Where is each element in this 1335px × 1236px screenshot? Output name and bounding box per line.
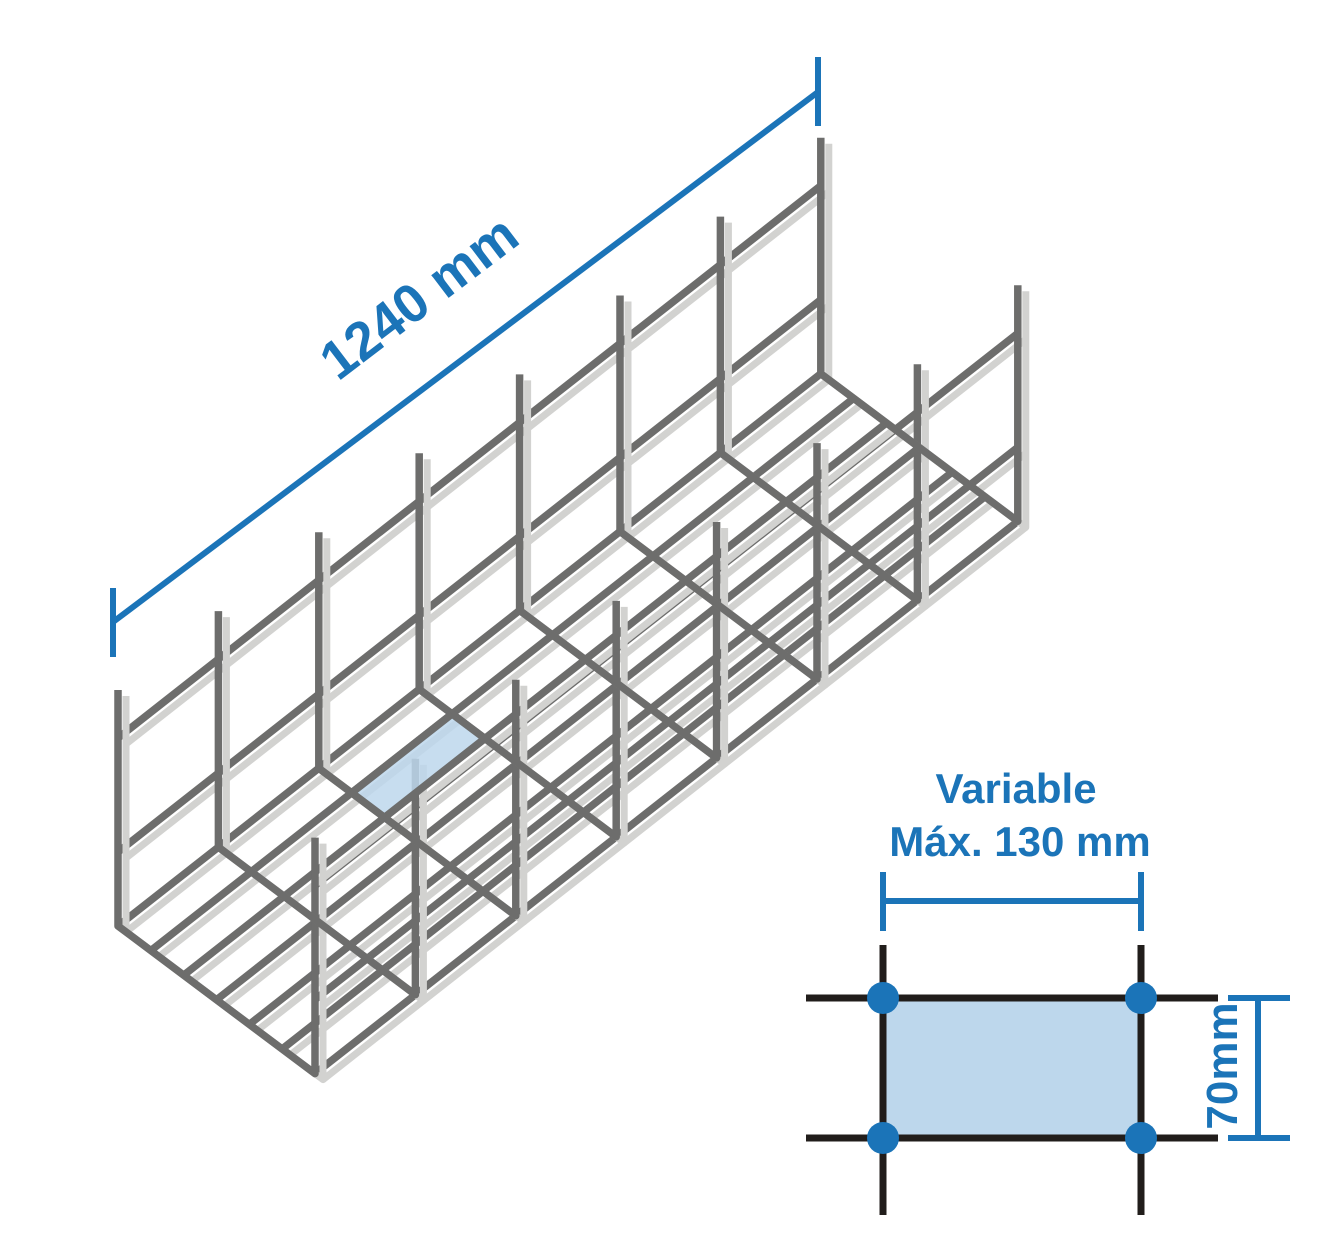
transverse-u-frame-4: [515, 374, 721, 762]
weld-node-bottom-left: [867, 1122, 899, 1154]
detail-cell-fill: [883, 998, 1141, 1138]
weld-node-bottom-right: [1125, 1122, 1157, 1154]
cell-edge-trans-1: [349, 789, 387, 821]
width-dimension-label-line2: Máx. 130 mm: [889, 818, 1150, 865]
longitudinal-wire-right-rim-shadow: [320, 336, 1028, 895]
width-dimension-label-line1: Variable: [935, 765, 1096, 812]
weld-node-top-right: [1125, 982, 1157, 1014]
bottom-longitudinal-wire-6: [312, 518, 1021, 1077]
weld-node-top-left: [867, 982, 899, 1014]
cell-edge-trans-2: [449, 710, 488, 742]
transverse-u-frame-2: [315, 532, 520, 920]
bottom-longitudinal-wire-0-shadow: [123, 376, 831, 935]
bottom-longitudinal-wire-4-shadow: [255, 475, 963, 1034]
transverse-u-frame-6: [716, 216, 922, 604]
bottom-longitudinal-wire-0: [115, 370, 824, 929]
longitudinal-wire-left-rim-shadow: [123, 188, 831, 747]
width-dimension: Variable Máx. 130 mm: [880, 765, 1151, 931]
bottom-longitudinal-wire-5-shadow: [288, 499, 996, 1058]
cell-edge-long-2: [382, 735, 488, 821]
cell-edge-long-1: [349, 710, 455, 796]
transverse-u-frame-1: [214, 611, 420, 999]
transverse-u-frame-7: [817, 137, 1022, 526]
length-dimension: 1240 mm: [110, 57, 821, 657]
highlighted-mesh-cell: [351, 713, 485, 818]
wire-mesh-tray: [114, 137, 1030, 1084]
bottom-longitudinal-wire-4: [247, 469, 955, 1028]
bottom-longitudinal-wire-2: [181, 419, 889, 979]
transverse-u-frame-0: [114, 690, 319, 1078]
bottom-longitudinal-wire-1-shadow: [156, 401, 864, 960]
length-dimension-label: 1240 mm: [309, 204, 529, 392]
mesh-cell-detail: Variable Máx. 130 mm 70mm: [806, 765, 1290, 1215]
height-dimension-label: 70mm: [1198, 1002, 1247, 1129]
bottom-longitudinal-wire-5: [279, 493, 988, 1052]
bottom-longitudinal-wire-2-shadow: [189, 426, 897, 984]
length-dim-line: [111, 89, 820, 625]
longitudinal-wire-left-rim: [115, 182, 824, 741]
transverse-u-frame-5: [616, 295, 821, 683]
bottom-longitudinal-wire-3: [214, 444, 922, 1003]
bottom-longitudinal-wire-1: [148, 395, 856, 954]
height-dimension: 70mm: [1198, 995, 1290, 1141]
longitudinal-wire-left-mid-shadow: [123, 302, 831, 861]
longitudinal-wire-left-mid: [115, 296, 824, 855]
bottom-longitudinal-wire-3-shadow: [222, 450, 930, 1009]
transverse-u-frame-3: [415, 453, 620, 841]
bottom-longitudinal-wire-6-shadow: [320, 524, 1028, 1083]
